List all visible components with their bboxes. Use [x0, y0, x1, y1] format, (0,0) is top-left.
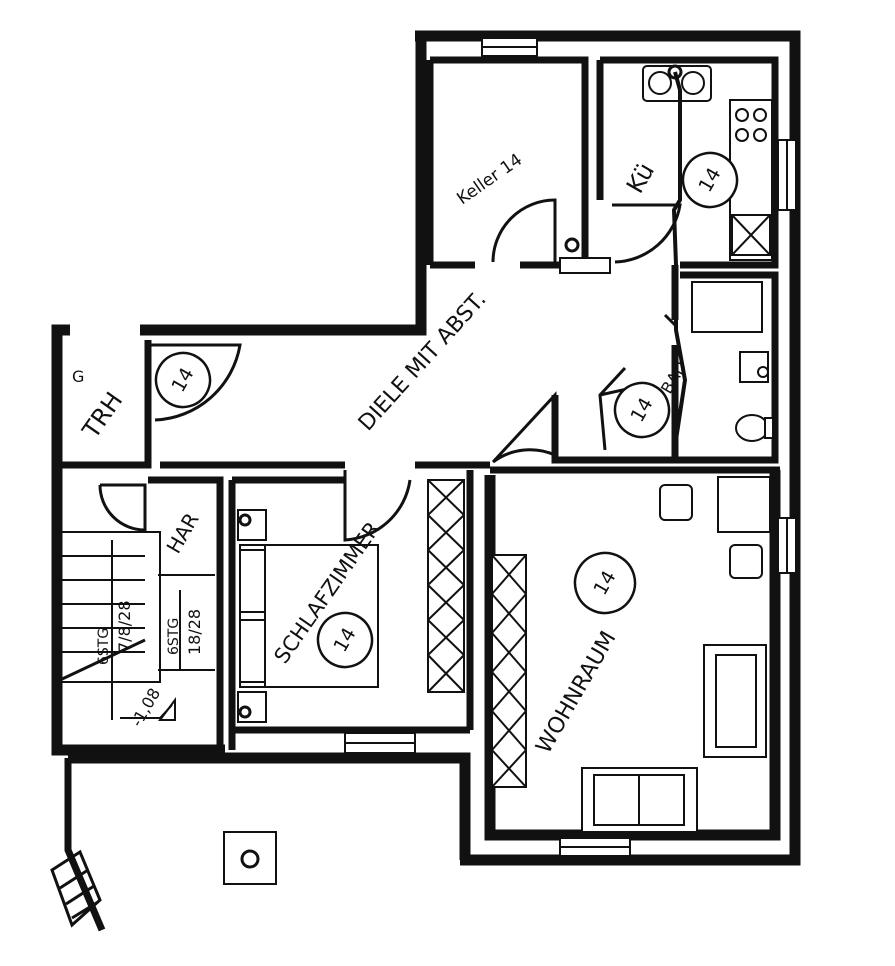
wall-wohnraum	[484, 470, 781, 841]
marker-kueche: 14	[681, 151, 739, 209]
door-keller	[491, 198, 557, 265]
door-har	[98, 483, 147, 532]
marker-bad: 14	[613, 381, 671, 439]
label-stair-b-ratio: 18/28	[185, 609, 204, 655]
toilet-icon	[735, 414, 769, 442]
entrance-stair-icon	[50, 849, 102, 928]
doors	[98, 198, 682, 542]
marker-schlafzimmer: 14	[316, 611, 374, 669]
outer-walls	[51, 30, 801, 932]
windows	[344, 37, 797, 857]
wall-terrace	[68, 752, 471, 860]
pillar-icon	[223, 831, 277, 885]
label-stair-a-ratio: 7/8/28	[115, 601, 134, 653]
shelf-icon	[491, 554, 527, 788]
marker-trh: 14	[154, 351, 212, 409]
bedroom-furniture	[237, 479, 465, 723]
pipe-line	[671, 71, 688, 441]
wall-keller	[430, 56, 589, 269]
wall-top	[415, 30, 801, 866]
wall-keller-left	[140, 36, 427, 336]
marker-wohnraum: 14	[573, 551, 637, 615]
chair-icon	[729, 544, 763, 579]
label-kueche: Kü	[621, 158, 660, 198]
wall-har	[148, 476, 224, 750]
wall-trh	[60, 340, 152, 469]
room-markers: 14 14 14 14 14	[154, 151, 739, 669]
dining-table-icon	[717, 476, 771, 533]
door-kueche	[612, 203, 682, 264]
room-labels: Keller 14 Kü DIELE MIT ABST. BAD G TRH H…	[72, 150, 691, 758]
stairs	[59, 531, 215, 721]
label-stair-b: 6STG	[166, 618, 182, 655]
bath-fixtures	[667, 64, 774, 442]
exterior	[50, 831, 277, 928]
door-trh	[150, 343, 242, 422]
door-schlaf	[343, 470, 412, 542]
label-keller: Keller 14	[453, 150, 526, 209]
keller-fixture	[559, 237, 611, 274]
wall-terrace-left	[64, 758, 106, 932]
wall-kueche	[600, 56, 779, 269]
door-wohnraum	[491, 391, 557, 464]
label-stair-a: 6STG	[96, 628, 112, 665]
label-level: -1,08	[127, 685, 164, 730]
shower-icon	[691, 281, 763, 333]
wall-stair-block	[51, 324, 225, 756]
living-furniture	[491, 476, 771, 833]
label-g: G	[72, 367, 84, 386]
label-trh: TRH	[76, 387, 128, 444]
label-har: HAR	[162, 509, 204, 558]
label-wohnraum: WOHNRAUM	[532, 627, 622, 758]
chair-icon	[659, 484, 693, 521]
